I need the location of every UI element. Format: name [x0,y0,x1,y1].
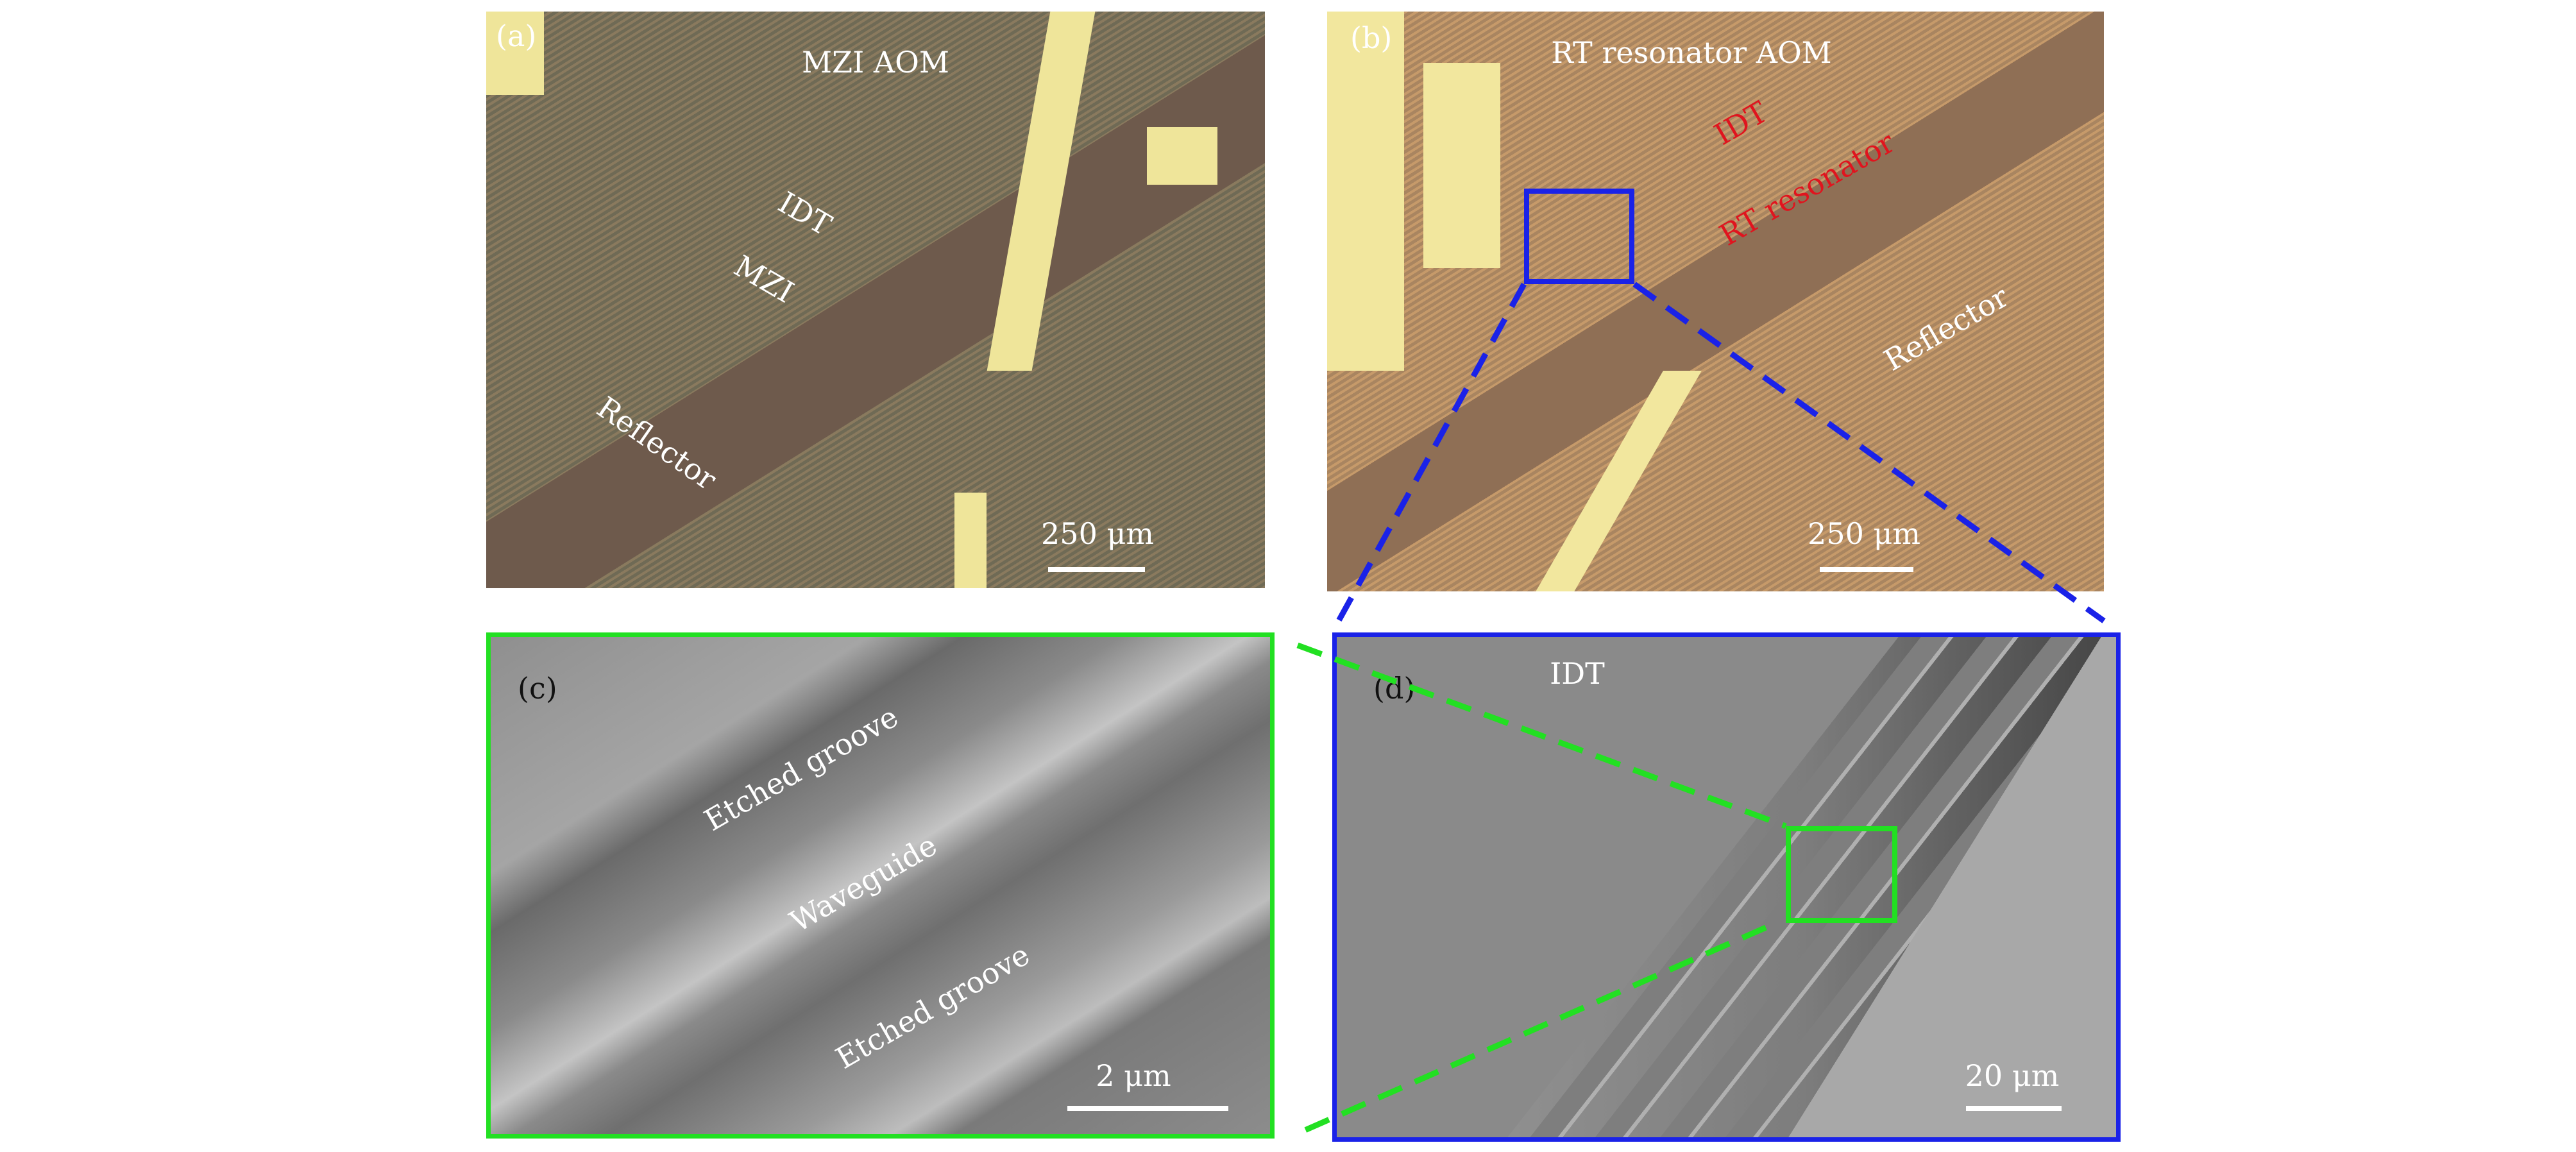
scale-bar-label: 250 μm [1808,516,1920,551]
panel-title: MZI AOM [802,45,949,80]
scale-bar-label: 20 μm [1965,1058,2060,1093]
blue-dashed-connector [1330,282,1527,634]
panel-d-idt-sem: (d) IDT 20 μm [1332,632,2121,1142]
panel-label: (b) [1350,21,1393,55]
panel-b-rt-resonator-aom-micrograph: (b) RT resonator AOM IDT RT resonator Re… [1327,12,2104,591]
electrode-pad [1423,63,1500,268]
scale-bar [1067,1106,1228,1111]
scale-bar-label: 2 μm [1096,1058,1171,1093]
idt-label: IDT [1550,656,1605,691]
electrode-pad [486,12,544,95]
electrode-pad [954,493,987,588]
scale-bar [1966,1106,2062,1111]
blue-dashed-connector [1632,282,2106,623]
electrode-pad [1327,12,1404,371]
scale-bar-label: 250 μm [1041,516,1154,551]
panel-c-waveguide-sem: (c) Etched groove Waveguide Etched groov… [486,632,1275,1139]
panel-title: RT resonator AOM [1551,35,1832,70]
panel-a-mzi-aom-micrograph: (a) MZI AOM IDT MZI Reflector 250 μm [486,12,1265,588]
electrode-pad [1147,127,1217,185]
scale-bar [1048,567,1145,572]
green-dashed-connector [1296,642,1787,829]
electrode-bus [1337,637,2116,1137]
zoom-region-box [1524,189,1634,284]
panel-label: (a) [496,19,537,53]
green-dashed-connector [1296,924,1767,1137]
zoom-region-box [1786,826,1897,923]
scale-bar [1820,567,1913,572]
panel-label: (c) [518,671,557,706]
